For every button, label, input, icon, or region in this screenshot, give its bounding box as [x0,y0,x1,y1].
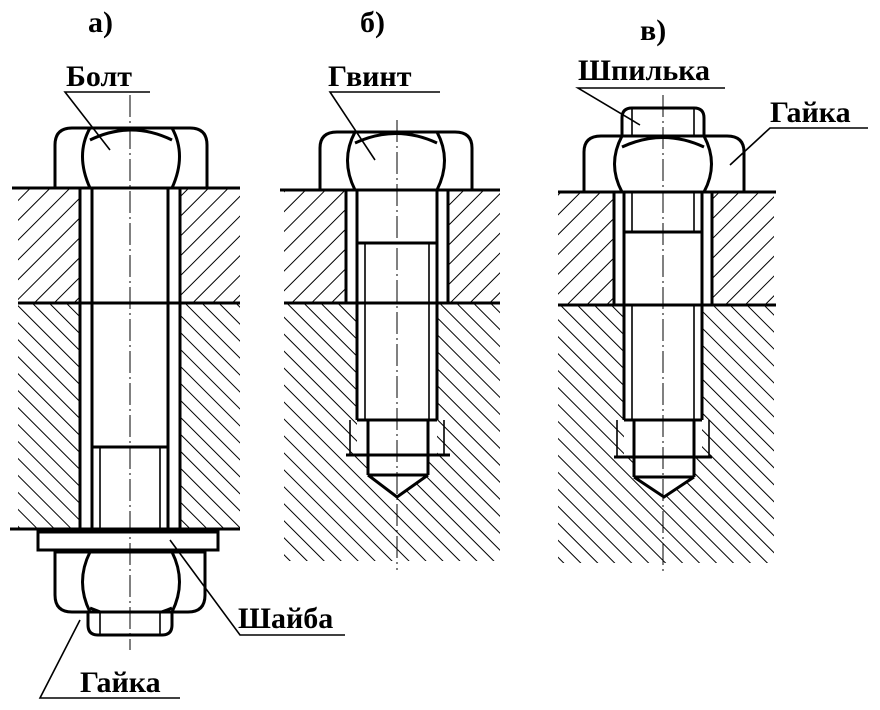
upper-plate-left-section-b [284,190,346,303]
callout-nut-v: Гайка [770,96,851,129]
screw-head [318,130,474,192]
screw-leader [328,91,440,161]
stud-nut [582,134,746,194]
callout-screw: Гвинт [328,60,412,93]
upper-plate-right-section-b [448,190,500,303]
upper-plate-left-section-v [558,192,614,305]
panel-label-b: б) [360,6,385,39]
stud-leader [575,87,725,126]
panel-label-v: в) [640,14,666,47]
washer [36,530,220,552]
upper-plate-left-section [18,188,80,303]
nut-leader-v [729,127,868,166]
bolt-leader [63,91,150,151]
lower-plate-left-section [18,303,80,529]
nut-leader-a [38,619,180,699]
washer-leader [169,539,345,636]
callout-nut-a: Гайка [80,666,161,699]
upper-plate-right-section [180,188,240,303]
panel-v-stud-connection [558,87,868,575]
callout-bolt: Болт [66,60,132,93]
callout-washer: Шайба [238,602,333,635]
callout-stud: Шпилька [578,54,710,87]
panel-b-screw-connection [280,91,500,570]
bolt-head [53,126,209,190]
lower-plate-right-section [180,303,240,529]
panel-a-bolt-connection [10,91,345,699]
panel-label-a: а) [88,6,113,39]
upper-plate-right-section-v [712,192,774,305]
